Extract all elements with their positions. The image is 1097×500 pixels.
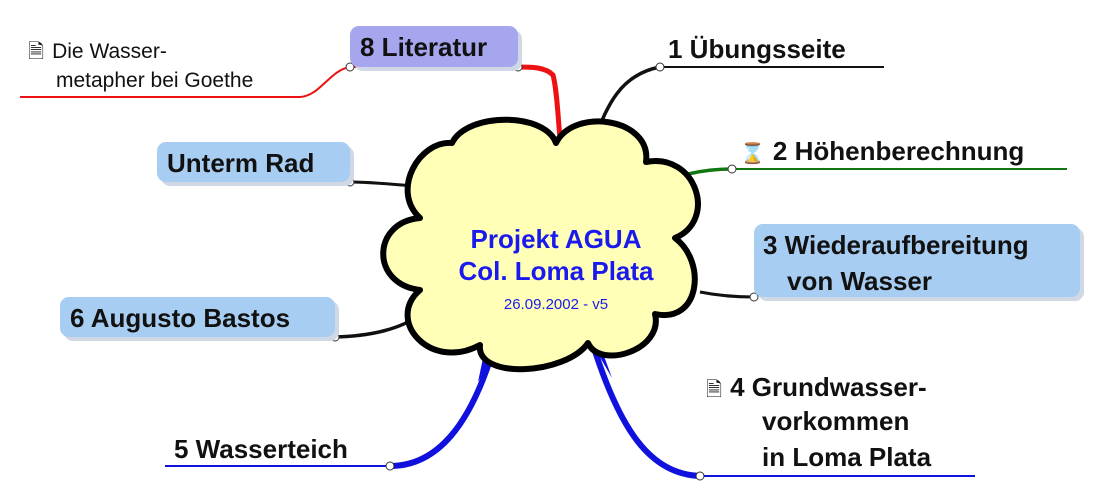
node-dot <box>655 62 665 72</box>
subtopic-goethe-line2-wrap[interactable]: metapher bei Goethe <box>56 66 253 95</box>
topic-wiederaufbereitung-box[interactable] <box>754 224 1080 297</box>
subtopic-goethe-line1: Die Wasser- <box>52 40 167 63</box>
center-title-line2: Col. Loma Plata <box>458 256 654 286</box>
node-dot <box>385 461 395 471</box>
connector-wiederaufbereitung <box>699 290 755 299</box>
connector-literatur <box>517 64 563 139</box>
node-dot <box>345 177 355 187</box>
node-dot <box>345 62 355 72</box>
topic-grundwasser-line2[interactable]: vorkommen <box>762 406 910 436</box>
topic-uebungsseite[interactable]: 1 Übungsseite <box>668 34 846 64</box>
topic-literatur-box[interactable] <box>350 26 518 67</box>
topic-augusto-box[interactable] <box>60 297 335 337</box>
document-icon: 🗎 <box>706 379 723 401</box>
topic-grundwasser[interactable]: 🗎 4 Grundwasser- <box>706 372 927 405</box>
center-version: 26.09.2002 - v5 <box>503 296 609 313</box>
topic-hoehenberechnung[interactable]: ⌛ 2 Höhenberechnung <box>740 136 1024 169</box>
connector-wasserteich <box>389 359 493 469</box>
topic-grundwasser-line1: 4 Grundwasser- <box>730 372 927 402</box>
hourglass-icon: ⌛ <box>740 143 765 165</box>
topic-augusto-label[interactable]: 6 Augusto Bastos <box>70 303 291 333</box>
subtopic-goethe[interactable]: 🗎 Die Wasser- <box>28 37 167 67</box>
connector-unterm-rad <box>349 180 414 188</box>
center-title-line1: Projekt AGUA <box>470 224 642 254</box>
node-dot <box>695 471 705 481</box>
node-dot <box>513 62 523 72</box>
connector-grundwasser <box>590 344 701 479</box>
topic-grundwasser-line3[interactable]: in Loma Plata <box>762 442 932 472</box>
topic-wiederaufbereitung-line2[interactable]: von Wasser <box>787 266 932 296</box>
document-icon: 🗎 <box>28 41 45 63</box>
connector-hoehenberechnung <box>687 167 733 176</box>
topic-hoehenberechnung-label: 2 Höhenberechnung <box>772 136 1025 166</box>
node-dot <box>330 332 340 342</box>
node-dot <box>749 292 759 302</box>
topic-wiederaufbereitung-line1[interactable]: 3 Wiederaufbereitung <box>763 230 1029 260</box>
connector-goethe <box>299 66 351 98</box>
central-cloud <box>380 116 701 373</box>
center-title: Projekt AGUA Col. Loma Plata 26.09.2002 … <box>420 223 692 317</box>
topic-unterm-rad-box[interactable] <box>157 142 350 182</box>
topic-literatur-label[interactable]: 8 Literatur <box>360 32 488 62</box>
subtopic-goethe-line2: metapher bei Goethe <box>56 69 254 92</box>
topic-wasserteich[interactable]: 5 Wasserteich <box>174 434 348 464</box>
node-dot <box>727 164 737 174</box>
topic-unterm-rad-label[interactable]: Unterm Rad <box>167 148 315 178</box>
